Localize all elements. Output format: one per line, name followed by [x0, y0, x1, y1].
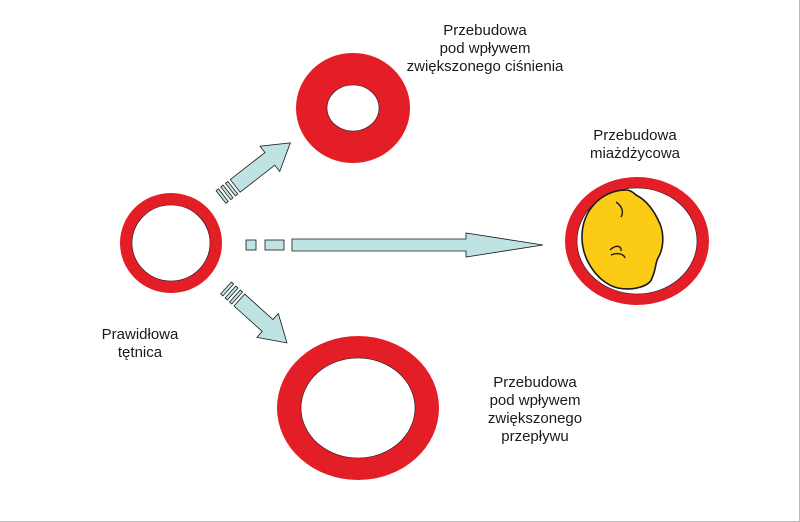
plaque-fissure: [615, 201, 624, 218]
label-pressure-remodeling: Przebudowa pod wpływem zwiększonego ciśn…: [406, 22, 564, 75]
plaque-fissure: [609, 245, 622, 252]
arrow-to-pressure-remodeling: [215, 142, 291, 204]
atherosclerotic-plaque: [581, 189, 664, 290]
normal-artery: [120, 193, 222, 293]
label-flow-remodeling: Przebudowa pod wpływem zwiększonego prze…: [487, 374, 583, 445]
flow-remodeled-artery: [277, 336, 439, 480]
flow-artery-lumen: [300, 357, 416, 459]
normal-artery-lumen: [131, 204, 211, 282]
plaque-fissure: [610, 252, 626, 259]
arrow-to-flow-remodeling: [220, 281, 288, 344]
pressure-remodeled-artery: [296, 53, 410, 163]
atherosclerotic-artery: [565, 177, 709, 305]
pressure-artery-lumen: [326, 84, 380, 132]
label-atherosclerotic-remodeling: Przebudowa miażdżycowa: [589, 127, 681, 162]
label-normal-artery: Prawidłowa tętnica: [101, 326, 179, 361]
arrow-to-atherosclerotic-remodeling: [245, 232, 544, 258]
